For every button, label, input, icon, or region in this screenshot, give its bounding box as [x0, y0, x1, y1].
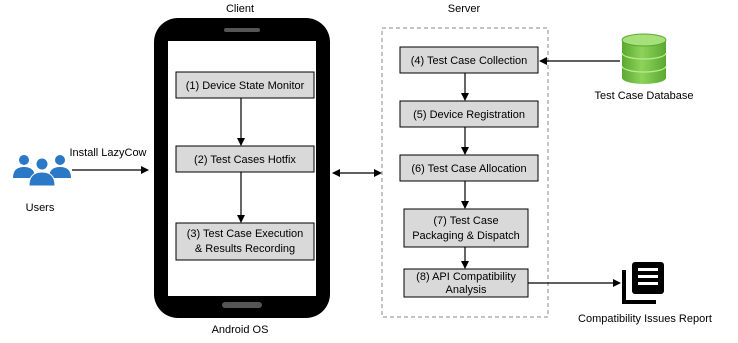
database-label: Test Case Database: [594, 90, 693, 102]
svg-text:(4) Test Case Collection: (4) Test Case Collection: [411, 55, 528, 67]
svg-text:(6) Test Case Allocation: (6) Test Case Allocation: [411, 163, 526, 175]
svg-text:(2) Test Cases Hotfix: (2) Test Cases Hotfix: [194, 154, 296, 166]
svg-text:(8) API Compatibility: (8) API Compatibility: [416, 271, 516, 283]
svg-text:& Results Recording: & Results Recording: [195, 243, 295, 255]
android-os-label: Android OS: [212, 324, 269, 336]
client-step-1: (1) Device State Monitor: [175, 71, 315, 99]
svg-text:(3) Test Case Execution: (3) Test Case Execution: [187, 228, 304, 240]
report-label: Compatibility Issues Report: [578, 313, 712, 325]
svg-text:Packaging & Dispatch: Packaging & Dispatch: [412, 230, 520, 242]
report-icon: [622, 262, 664, 304]
client-header: Client: [226, 3, 254, 15]
svg-text:Analysis: Analysis: [446, 284, 487, 296]
svg-text:(1) Device State Monitor: (1) Device State Monitor: [186, 80, 305, 92]
server-step-8: (8) API Compatibility Analysis: [403, 268, 529, 298]
client-step-3: (3) Test Case Execution & Results Record…: [175, 222, 315, 261]
svg-text:(5) Device Registration: (5) Device Registration: [413, 109, 525, 121]
client-step-2: (2) Test Cases Hotfix: [175, 145, 315, 173]
server-step-5: (5) Device Registration: [399, 100, 539, 128]
server-step-4: (4) Test Case Collection: [399, 46, 539, 74]
users-icon: [13, 155, 71, 187]
server-step-6: (6) Test Case Allocation: [399, 154, 539, 182]
install-label: Install LazyCow: [69, 147, 146, 159]
svg-text:(7) Test Case: (7) Test Case: [433, 215, 498, 227]
database-icon: [621, 33, 667, 84]
users-label: Users: [26, 202, 55, 214]
server-header: Server: [448, 3, 481, 15]
server-step-7: (7) Test Case Packaging & Dispatch: [403, 208, 529, 248]
server-container: [381, 27, 549, 318]
